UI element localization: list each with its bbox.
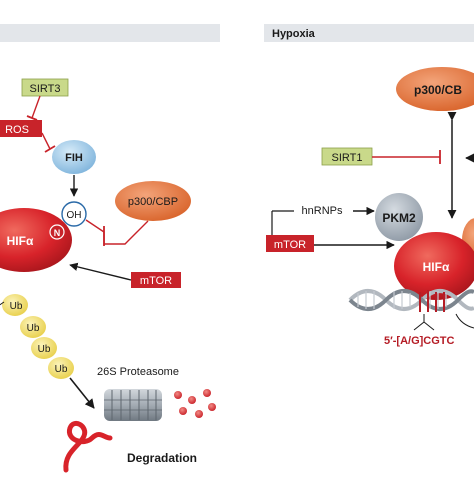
ub-1-label: Ub	[10, 301, 23, 312]
p300-right-label: p300/CB	[414, 83, 462, 97]
pkm2-label: PKM2	[382, 211, 416, 225]
oh-node	[61, 201, 87, 227]
fih-label: FIH	[65, 152, 83, 164]
sirt3-inhibits-ros-line	[31, 95, 41, 119]
ros-label: ROS	[5, 124, 29, 136]
dna-helix-icon	[348, 289, 474, 312]
hif-alpha-left-label: HIFα	[7, 234, 34, 248]
peptide-chain-icon	[63, 421, 113, 473]
ros-inhibit-bar	[44, 145, 56, 153]
hif-alpha-left	[0, 208, 72, 272]
ub-3	[31, 337, 57, 359]
mtor-left-box	[131, 272, 181, 288]
peptide-dot	[208, 403, 216, 411]
ub-to-proteasome-arrow	[69, 377, 95, 409]
hre-bracket-right	[455, 313, 474, 329]
p300-label: p300/CBP	[128, 196, 178, 208]
peptide-dot	[174, 391, 182, 399]
mtor-left-label: mTOR	[140, 275, 172, 287]
ub-2-label: Ub	[27, 323, 40, 334]
ub-4	[48, 357, 74, 379]
hif-alpha-right	[394, 232, 474, 300]
p300-right-node	[396, 67, 474, 111]
ub-3-label: Ub	[38, 344, 51, 355]
mtor-right-box	[266, 235, 314, 252]
ub-2	[20, 316, 46, 338]
peptide-dot	[179, 407, 187, 415]
proteasome-icon	[104, 389, 162, 421]
n-terminus-label: N	[54, 228, 61, 238]
ros-inhibits-fih-line	[41, 132, 51, 150]
mtor-to-hif-arrow	[69, 262, 132, 281]
proteasome-label: 26S Proteasome	[97, 366, 179, 378]
hre-sequence-label: 5′-[A/G]CGTC	[384, 335, 455, 347]
ub-4-label: Ub	[55, 364, 68, 375]
pkm2-node	[375, 193, 423, 241]
ub-1	[2, 294, 28, 316]
p300-node	[115, 181, 191, 221]
left-header-bar	[0, 24, 220, 42]
ub-link-line	[0, 301, 5, 306]
right-header-label: Hypoxia	[272, 28, 316, 40]
sirt1-label: SIRT1	[332, 152, 363, 164]
ros-box	[0, 120, 42, 137]
oh-blocks-p300-line	[85, 219, 149, 245]
hre-bracket	[413, 314, 435, 331]
right-header-bar	[264, 24, 474, 42]
degradation-label: Degradation	[127, 451, 197, 465]
peptide-dot	[195, 410, 203, 418]
sirt3-label: SIRT3	[30, 83, 61, 95]
n-terminus-badge	[49, 224, 65, 240]
oh-label: OH	[67, 210, 82, 221]
fih-node	[52, 140, 96, 174]
hif-alpha-right-label: HIFα	[423, 260, 450, 274]
sirt3-inhibit-bar	[26, 115, 38, 121]
hnrnps-label: hnRNPs	[302, 205, 343, 217]
sirt3-box	[21, 78, 69, 97]
peptide-dot	[203, 389, 211, 397]
peptide-dot	[188, 396, 196, 404]
mtor-right-label: mTOR	[274, 239, 306, 251]
